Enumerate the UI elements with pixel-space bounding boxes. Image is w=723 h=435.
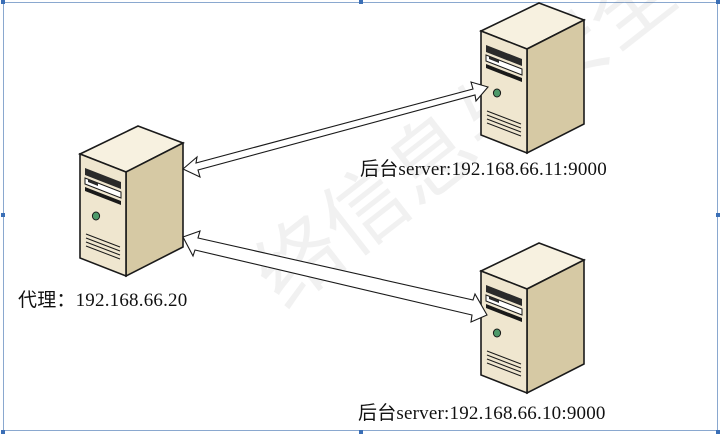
connection-arrow-top bbox=[181, 81, 489, 179]
selection-handle[interactable] bbox=[716, 213, 720, 217]
backend-server-top-icon bbox=[480, 2, 585, 154]
proxy-label: 代理：192.168.66.20 bbox=[18, 290, 188, 311]
proxy-server-icon bbox=[79, 125, 184, 277]
selection-handle[interactable] bbox=[359, 430, 363, 434]
server-top-label: 后台server:192.168.66.11:9000 bbox=[360, 159, 607, 180]
selection-handle[interactable] bbox=[1, 0, 5, 4]
server-bottom-label: 后台server:192.168.66.10:9000 bbox=[358, 403, 606, 424]
selection-handle[interactable] bbox=[1, 430, 5, 434]
selection-handle[interactable] bbox=[716, 430, 720, 434]
backend-server-bottom-icon bbox=[480, 242, 585, 394]
connection-arrow-bottom bbox=[182, 230, 488, 323]
selection-handle[interactable] bbox=[716, 0, 720, 4]
selection-handle[interactable] bbox=[359, 0, 363, 4]
selection-handle[interactable] bbox=[1, 213, 5, 217]
